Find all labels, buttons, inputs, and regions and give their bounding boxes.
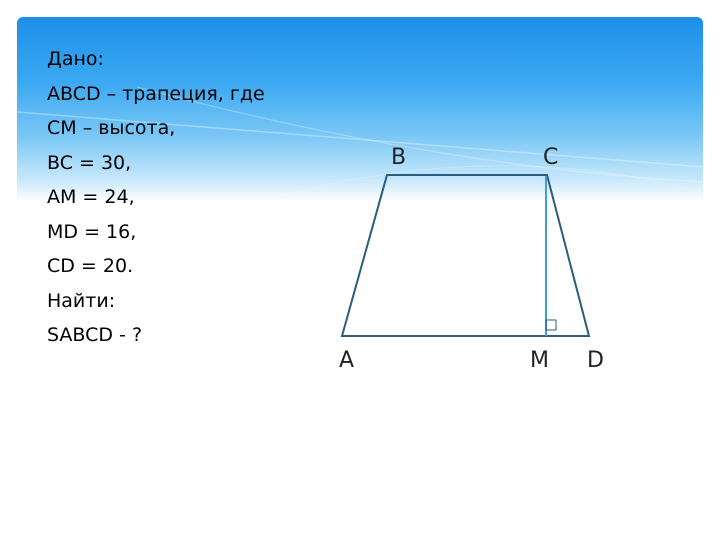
- right-angle-marker: [545, 319, 557, 331]
- given-line-trapezoid: ABCD – трапеция, где: [47, 82, 265, 105]
- given-line-am: AM = 24,: [47, 186, 135, 208]
- given-line-md: MD = 16,: [47, 220, 137, 243]
- find-area: SABCD - ?: [47, 324, 143, 346]
- vertex-label-d: D: [587, 348, 604, 373]
- slide-header-background: [17, 17, 703, 202]
- given-line-height: CM – высота,: [47, 117, 176, 139]
- vertex-label-c: C: [543, 145, 558, 170]
- given-line-bc: BC = 30,: [47, 151, 132, 174]
- vertex-label-b: B: [391, 145, 406, 170]
- vertex-label-a: A: [339, 348, 354, 373]
- given-text: Дано: ABCD – трапеция, где CM – высота, …: [47, 42, 265, 353]
- find-heading: Найти:: [47, 289, 116, 312]
- given-heading: Дано:: [47, 48, 104, 70]
- given-line-cd: CD = 20.: [47, 255, 134, 277]
- trapezoid-abcd: [340, 174, 591, 337]
- vertex-label-m: M: [530, 348, 549, 373]
- header-wave-decoration: [17, 86, 703, 198]
